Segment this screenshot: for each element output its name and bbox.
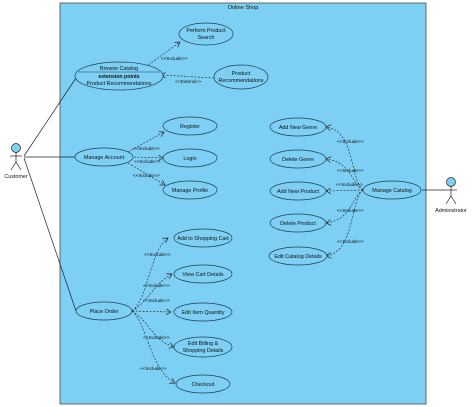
administrator-actor-label: Administrator bbox=[435, 208, 467, 214]
rel-label-catalog-addgenre: <<Include>> bbox=[337, 139, 364, 145]
rel-label-account-login: <<Include>> bbox=[134, 159, 161, 165]
usecase-recommend-line2: Recommendations bbox=[219, 78, 264, 84]
usecase-register[interactable]: Register bbox=[162, 116, 218, 136]
usecase-manage-catalog[interactable]: Manage Catalog bbox=[362, 180, 422, 200]
usecase-add-product-label: Add New Product bbox=[277, 189, 319, 195]
usecase-perform-product-search[interactable]: Perform Product Search bbox=[178, 22, 234, 46]
rel-label-order-editqty: <<Include>> bbox=[143, 298, 170, 304]
usecase-checkout[interactable]: Checkout bbox=[175, 374, 231, 394]
include-account-profile bbox=[127, 162, 165, 185]
administrator-actor-head bbox=[446, 177, 456, 187]
rel-label-catalog-deleteproduct: <<Include>> bbox=[337, 208, 364, 214]
customer-actor-leg-right bbox=[15, 161, 22, 171]
associations bbox=[23, 77, 445, 312]
rel-label-catalog-addproduct: <<Include>> bbox=[336, 182, 363, 188]
customer-actor-leg-left bbox=[10, 161, 17, 171]
browse-catalog-ext-title: extension points bbox=[98, 74, 139, 80]
usecase-edit-catalog-label: Edit Catalog Details bbox=[274, 254, 322, 260]
usecase-product-recommendations[interactable]: Product Recommendations bbox=[213, 64, 269, 90]
administrator-actor-leg-left bbox=[445, 195, 452, 205]
rel-label-order-viewcart: <<Include>> bbox=[143, 283, 170, 289]
usecase-manage-profile[interactable]: Manage Profile bbox=[162, 180, 218, 200]
include-catalog-deleteproduct bbox=[326, 189, 364, 223]
usecase-recommend-line1: Product bbox=[232, 71, 251, 77]
include-order-viewcart bbox=[131, 274, 172, 312]
usecase-search-line2: Search bbox=[197, 35, 214, 41]
usecase-add-to-shopping-cart[interactable]: Add to Shopping Cart bbox=[173, 228, 233, 248]
usecase-place-order[interactable]: Place Order bbox=[75, 301, 133, 321]
rel-label-recommend-browse: <<Extend>> bbox=[175, 79, 201, 85]
extend-recommend-browse bbox=[161, 75, 215, 79]
usecase-delete-product-label: Delete Product bbox=[280, 221, 316, 227]
customer-actor-label: Customer bbox=[4, 174, 28, 180]
include-account-login bbox=[133, 157, 163, 158]
usecase-login[interactable]: Login bbox=[162, 148, 218, 168]
include-catalog-addgenre bbox=[326, 127, 364, 191]
administrator-actor[interactable]: Administrator bbox=[435, 177, 467, 215]
usecase-manage-account-label: Manage Account bbox=[84, 155, 125, 161]
rel-label-account-profile: <<Include>> bbox=[133, 173, 160, 179]
rel-label-order-checkout: <<Include>> bbox=[140, 366, 167, 372]
usecase-register-label: Register bbox=[180, 124, 200, 130]
usecase-view-cart-details[interactable]: View Cart Details bbox=[173, 264, 233, 284]
usecase-billing-line2: Shopping Details bbox=[183, 348, 224, 354]
usecase-checkout-label: Checkout bbox=[192, 382, 215, 388]
administrator-actor-leg-right bbox=[450, 195, 457, 205]
rel-label-browse-search: <<Include>> bbox=[161, 56, 188, 62]
assoc-customer-order bbox=[23, 157, 77, 312]
usecase-login-label: Login bbox=[183, 156, 196, 162]
usecase-manage-account[interactable]: Manage Account bbox=[74, 147, 134, 167]
rel-label-catalog-editcatalog: <<Include>> bbox=[337, 239, 364, 245]
usecase-browse-catalog[interactable]: Browse Catalog extension points Product … bbox=[74, 61, 164, 91]
usecase-edit-item-quantity[interactable]: Edit Item Quantity bbox=[173, 302, 233, 322]
usecase-edit-catalog-details[interactable]: Edit Catalog Details bbox=[268, 246, 328, 266]
usecase-delete-genre[interactable]: Delete Genre bbox=[269, 149, 327, 169]
include-order-editqty bbox=[131, 311, 171, 312]
usecase-manage-catalog-label: Manage Catalog bbox=[372, 188, 412, 194]
rel-label-account-register: <<Include>> bbox=[133, 146, 160, 152]
include-catalog-addproduct bbox=[326, 190, 364, 191]
usecase-edit-billing[interactable]: Edit Billing & Shopping Details bbox=[173, 336, 233, 358]
rel-label-order-billing: <<Include>> bbox=[143, 335, 170, 341]
customer-actor-head bbox=[11, 143, 21, 153]
usecase-delete-product[interactable]: Delete Product bbox=[269, 213, 327, 233]
browse-catalog-label: Browse Catalog bbox=[100, 66, 138, 72]
assoc-customer-browse bbox=[23, 77, 77, 157]
usecase-add-genre-label: Add New Genre bbox=[279, 125, 317, 131]
usecase-view-cart-label: View Cart Details bbox=[182, 272, 224, 278]
usecase-billing-line1: Edit Billing & bbox=[188, 341, 219, 347]
include-catalog-editcatalog bbox=[326, 189, 364, 256]
usecase-add-new-genre[interactable]: Add New Genre bbox=[269, 117, 327, 137]
usecase-place-order-label: Place Order bbox=[90, 309, 119, 315]
include-order-billing bbox=[131, 310, 174, 347]
relation-labels: <<Include>> <<Extend>> <<Include>> <<Inc… bbox=[133, 56, 364, 372]
usecase-add-cart-label: Add to Shopping Cart bbox=[177, 236, 229, 242]
browse-catalog-ext-item: Product Recommendations bbox=[86, 81, 151, 87]
usecase-search-line1: Perform Product bbox=[186, 28, 226, 34]
system-title: Online Shop bbox=[228, 5, 259, 11]
rel-label-order-addcart: <<Include>> bbox=[144, 252, 171, 258]
usecase-manage-profile-label: Manage Profile bbox=[172, 188, 208, 194]
usecase-edit-qty-label: Edit Item Quantity bbox=[182, 310, 225, 316]
rel-label-catalog-deletegenre: <<Include>> bbox=[337, 168, 364, 174]
usecase-add-new-product[interactable]: Add New Product bbox=[269, 181, 327, 201]
customer-actor[interactable]: Customer bbox=[4, 143, 28, 181]
usecase-delete-genre-label: Delete Genre bbox=[282, 157, 314, 163]
